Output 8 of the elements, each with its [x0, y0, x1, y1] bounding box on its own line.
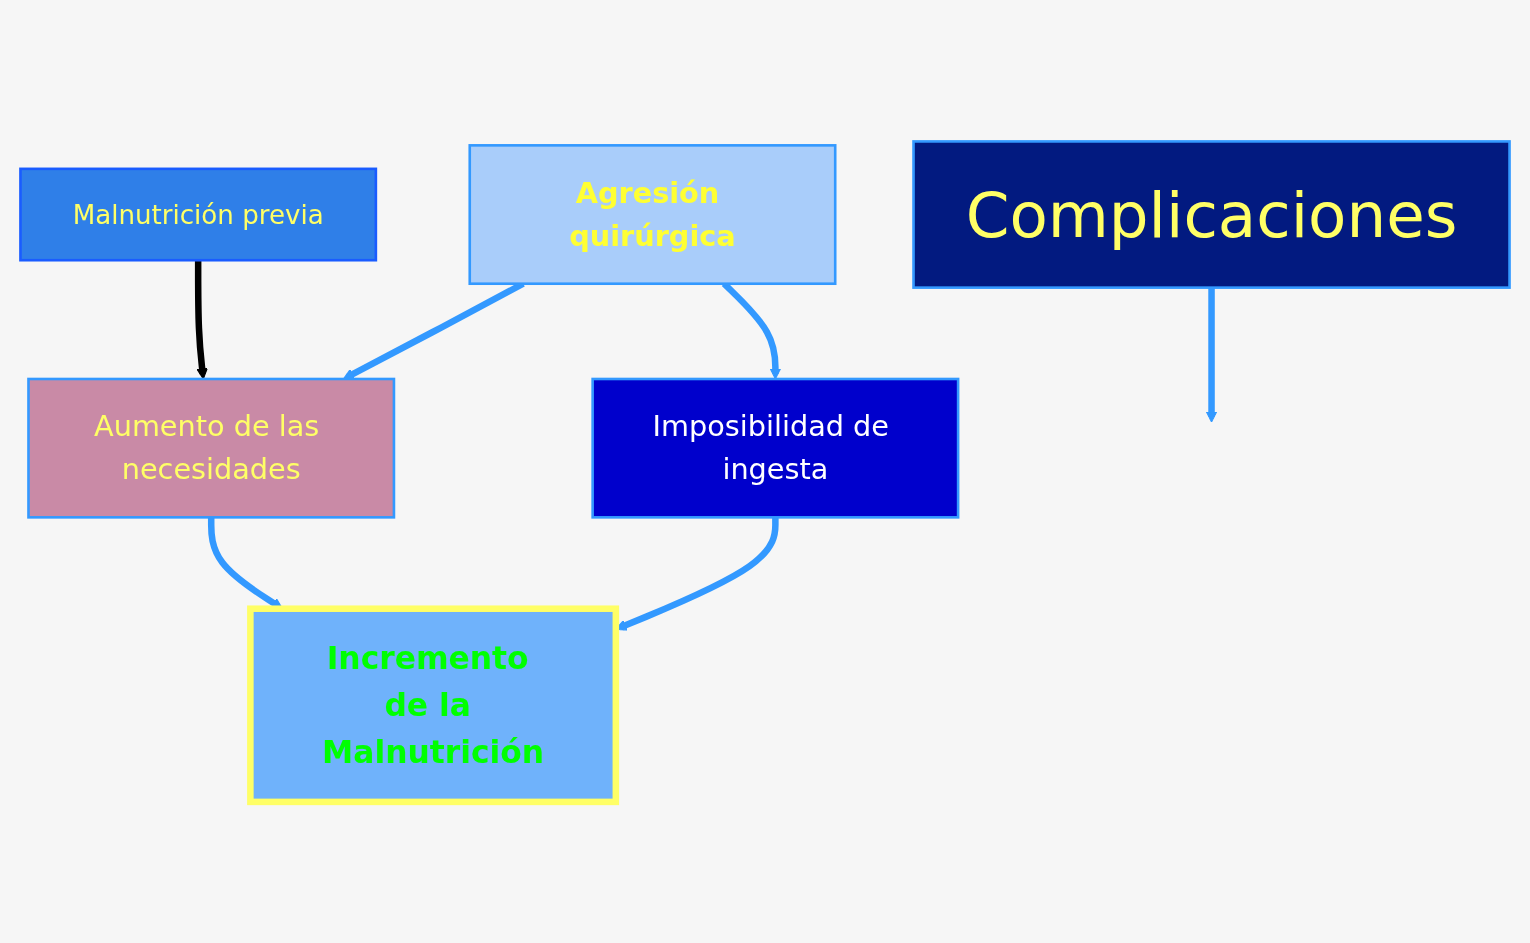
- node-box: Incremento de la Malnutrición: [247, 605, 620, 805]
- arrow: [1205, 287, 1218, 423]
- node-box: Agresión quirúrgica: [468, 143, 837, 285]
- node-box: Imposibilidad de ingesta: [591, 377, 960, 519]
- arrow: [194, 260, 208, 380]
- node-box: Malnutrición previa: [19, 167, 378, 262]
- node-box: Complicaciones: [912, 139, 1511, 289]
- node-box: Aumento de las necesidades: [27, 377, 396, 519]
